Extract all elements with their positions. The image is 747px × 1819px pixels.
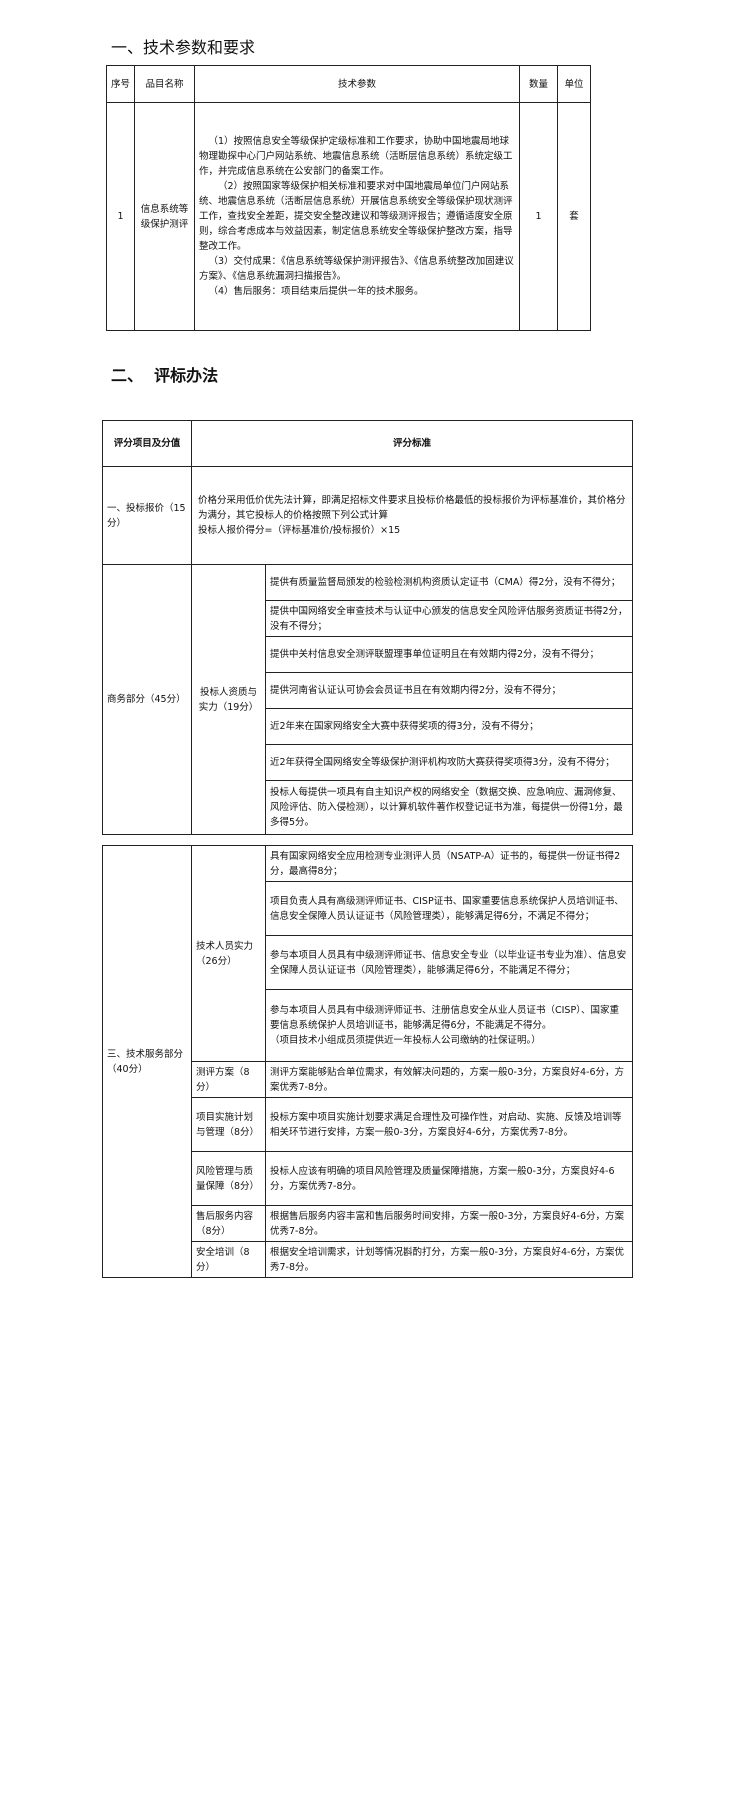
staff-criterion-4: 参与本项目人员具有中级测评师证书、注册信息安全从业人员证书（CISP）、国家重要… xyxy=(265,989,633,1062)
header-qty: 数量 xyxy=(519,65,558,103)
scoring-table-part2: 三、技术服务部分（40分） 技术人员实力（26分） 具有国家网络安全应用检测专业… xyxy=(102,845,633,1278)
schedule-label: 项目实施计划与管理（8分） xyxy=(191,1097,266,1152)
business-criterion-4: 提供河南省认证认可协会会员证书且在有效期内得2分，没有不得分； xyxy=(264,672,634,709)
staff-criterion-1: 具有国家网络安全应用检测专业测评人员（NSATP-A）证书的，每提供一份证书得2… xyxy=(265,845,633,882)
header-no: 序号 xyxy=(106,65,135,103)
training-criterion: 根据安全培训需求，计划等情况斟酌打分，方案一般0-3分，方案良好4-6分，方案优… xyxy=(265,1241,633,1278)
staff-criterion-2: 项目负责人具有高级测评师证书、CISP证书、国家重要信息系统保护人员培训证书、信… xyxy=(265,881,633,936)
row-qty: 1 xyxy=(519,102,558,331)
row-no: 1 xyxy=(106,102,135,331)
row-unit: 套 xyxy=(557,102,591,331)
table-row: 参与本项目人员具有中级测评师证书、注册信息安全从业人员证书（CISP）、国家重要… xyxy=(103,989,633,1062)
param-3: （3）交付成果：《信息系统等级保护测评报告》、《信息系统整改加固建议方案》、《信… xyxy=(199,256,514,282)
table-row: 安全培训（8分） 根据安全培训需求，计划等情况斟酌打分，方案一般0-3分，方案良… xyxy=(103,1241,633,1278)
table-row: 近2年获得全国网络安全等级保护测评机构攻防大赛获得奖项得3分，没有不得分； xyxy=(103,744,634,781)
tech-params-table: 序号 品目名称 技术参数 数量 单位 1 信息系统等级保护测评 （1）按照信息安… xyxy=(106,65,591,331)
table-row: 项目负责人具有高级测评师证书、CISP证书、国家重要信息系统保护人员培训证书、信… xyxy=(103,881,633,936)
param-4: （4）售后服务：项目结束后提供一年的技术服务。 xyxy=(208,286,424,297)
plan-label: 测评方案（8分） xyxy=(191,1061,266,1098)
table-row: 1 信息系统等级保护测评 （1）按照信息安全等级保护定级标准和工作要求，协助中国… xyxy=(106,102,591,331)
row-params: （1）按照信息安全等级保护定级标准和工作要求，协助中国地震局地球物理勘探中心门户… xyxy=(194,102,520,331)
price-label: 一、投标报价（15分） xyxy=(102,466,192,565)
section-title-2: 二、 评标办法 xyxy=(111,366,219,385)
table-row: 投标人每提供一项具有自主知识产权的网络安全（数据交换、应急响应、漏洞修复、风险评… xyxy=(103,780,634,835)
table-row: 提供河南省认证认可协会会员证书且在有效期内得2分，没有不得分； xyxy=(103,672,634,709)
param-1: （1）按照信息安全等级保护定级标准和工作要求，协助中国地震局地球物理勘探中心门户… xyxy=(199,136,513,177)
price-criteria: 价格分采用低价优先法计算，即满足招标文件要求且投标价格最低的投标报价为评标基准价… xyxy=(190,466,634,565)
training-label: 安全培训（8分） xyxy=(191,1241,266,1278)
header-scoring-standard: 评分标准 xyxy=(190,420,634,467)
business-sub-label: 投标人资质与实力（19分） xyxy=(191,564,266,835)
table-row: 三、技术服务部分（40分） 技术人员实力（26分） 具有国家网络安全应用检测专业… xyxy=(102,845,633,1278)
table-row: 测评方案（8分） 测评方案能够贴合单位需求，有效解决问题的，方案一般0-3分，方… xyxy=(103,1061,633,1098)
schedule-criterion: 投标方案中项目实施计划要求满足合理性及可操作性，对启动、实施、反馈及培训等相关环… xyxy=(265,1097,633,1152)
header-unit: 单位 xyxy=(557,65,591,103)
header-scoring-item: 评分项目及分值 xyxy=(102,420,192,467)
table-row: 提供中关村信息安全测评联盟理事单位证明且在有效期内得2分，没有不得分； xyxy=(103,636,634,673)
staff-criterion-note: （项目技术小组成员须提供近一年投标人公司缴纳的社保证明。） xyxy=(270,1035,541,1046)
param-2: （2）按照国家等级保护相关标准和要求对中国地震局单位门户网站系统、地震信息系统（… xyxy=(199,181,513,252)
staff-label: 技术人员实力（26分） xyxy=(191,845,266,1062)
price-line-2: 投标人报价得分=（评标基准价/投标报价）×15 xyxy=(198,525,401,536)
price-line-1: 价格分采用低价优先法计算，即满足招标文件要求且投标价格最低的投标报价为评标基准价… xyxy=(198,495,626,521)
business-criterion-3: 提供中关村信息安全测评联盟理事单位证明且在有效期内得2分，没有不得分； xyxy=(264,636,634,673)
header-params: 技术参数 xyxy=(194,65,520,103)
after-sales-label: 售后服务内容（8分） xyxy=(191,1205,266,1242)
plan-criterion: 测评方案能够贴合单位需求，有效解决问题的，方案一般0-3分，方案良好4-6分，方… xyxy=(265,1061,633,1098)
business-criterion-5: 近2年来在国家网络安全大赛中获得奖项的得3分，没有不得分； xyxy=(264,708,634,745)
header-item-name: 品目名称 xyxy=(134,65,195,103)
staff-criterion-3: 参与本项目人员具有中级测评师证书、信息安全专业（以毕业证书专业为准）、信息安全保… xyxy=(265,935,633,990)
table-header-row: 序号 品目名称 技术参数 数量 单位 xyxy=(106,65,591,103)
business-label: 商务部分（45分） xyxy=(102,564,192,835)
risk-criterion: 投标人应该有明确的项目风险管理及质量保障措施，方案一般0-3分，方案良好4-6分… xyxy=(265,1151,633,1206)
business-criterion-1: 提供有质量监督局颁发的检验检测机构资质认定证书（CMA）得2分，没有不得分； xyxy=(264,564,634,601)
after-sales-criterion: 根据售后服务内容丰富和售后服务时间安排，方案一般0-3分，方案良好4-6分，方案… xyxy=(265,1205,633,1242)
section-title-1: 一、技术参数和要求 xyxy=(111,38,256,57)
table-row: 参与本项目人员具有中级测评师证书、信息安全专业（以毕业证书专业为准）、信息安全保… xyxy=(103,935,633,990)
risk-label: 风险管理与质量保障（8分） xyxy=(191,1151,266,1206)
scoring-header-row: 评分项目及分值 评分标准 xyxy=(102,420,634,467)
table-row: 近2年来在国家网络安全大赛中获得奖项的得3分，没有不得分； xyxy=(103,708,634,745)
business-criterion-2: 提供中国网络安全审查技术与认证中心颁发的信息安全风险评估服务资质证书得2分，没有… xyxy=(264,600,634,637)
business-criterion-7: 投标人每提供一项具有自主知识产权的网络安全（数据交换、应急响应、漏洞修复、风险评… xyxy=(264,780,634,835)
table-row: 售后服务内容（8分） 根据售后服务内容丰富和售后服务时间安排，方案一般0-3分，… xyxy=(103,1205,633,1242)
staff-criterion-4-text: 参与本项目人员具有中级测评师证书、注册信息安全从业人员证书（CISP）、国家重要… xyxy=(270,1005,619,1031)
price-row: 一、投标报价（15分） 价格分采用低价优先法计算，即满足招标文件要求且投标价格最… xyxy=(102,466,634,565)
business-row: 商务部分（45分） 投标人资质与实力（19分） 提供有质量监督局颁发的检验检测机… xyxy=(102,564,634,835)
tech-label: 三、技术服务部分（40分） xyxy=(102,845,192,1278)
row-item-name: 信息系统等级保护测评 xyxy=(134,102,195,331)
scoring-table-part1: 评分项目及分值 评分标准 一、投标报价（15分） 价格分采用低价优先法计算，即满… xyxy=(102,420,634,835)
business-criterion-6: 近2年获得全国网络安全等级保护测评机构攻防大赛获得奖项得3分，没有不得分； xyxy=(264,744,634,781)
